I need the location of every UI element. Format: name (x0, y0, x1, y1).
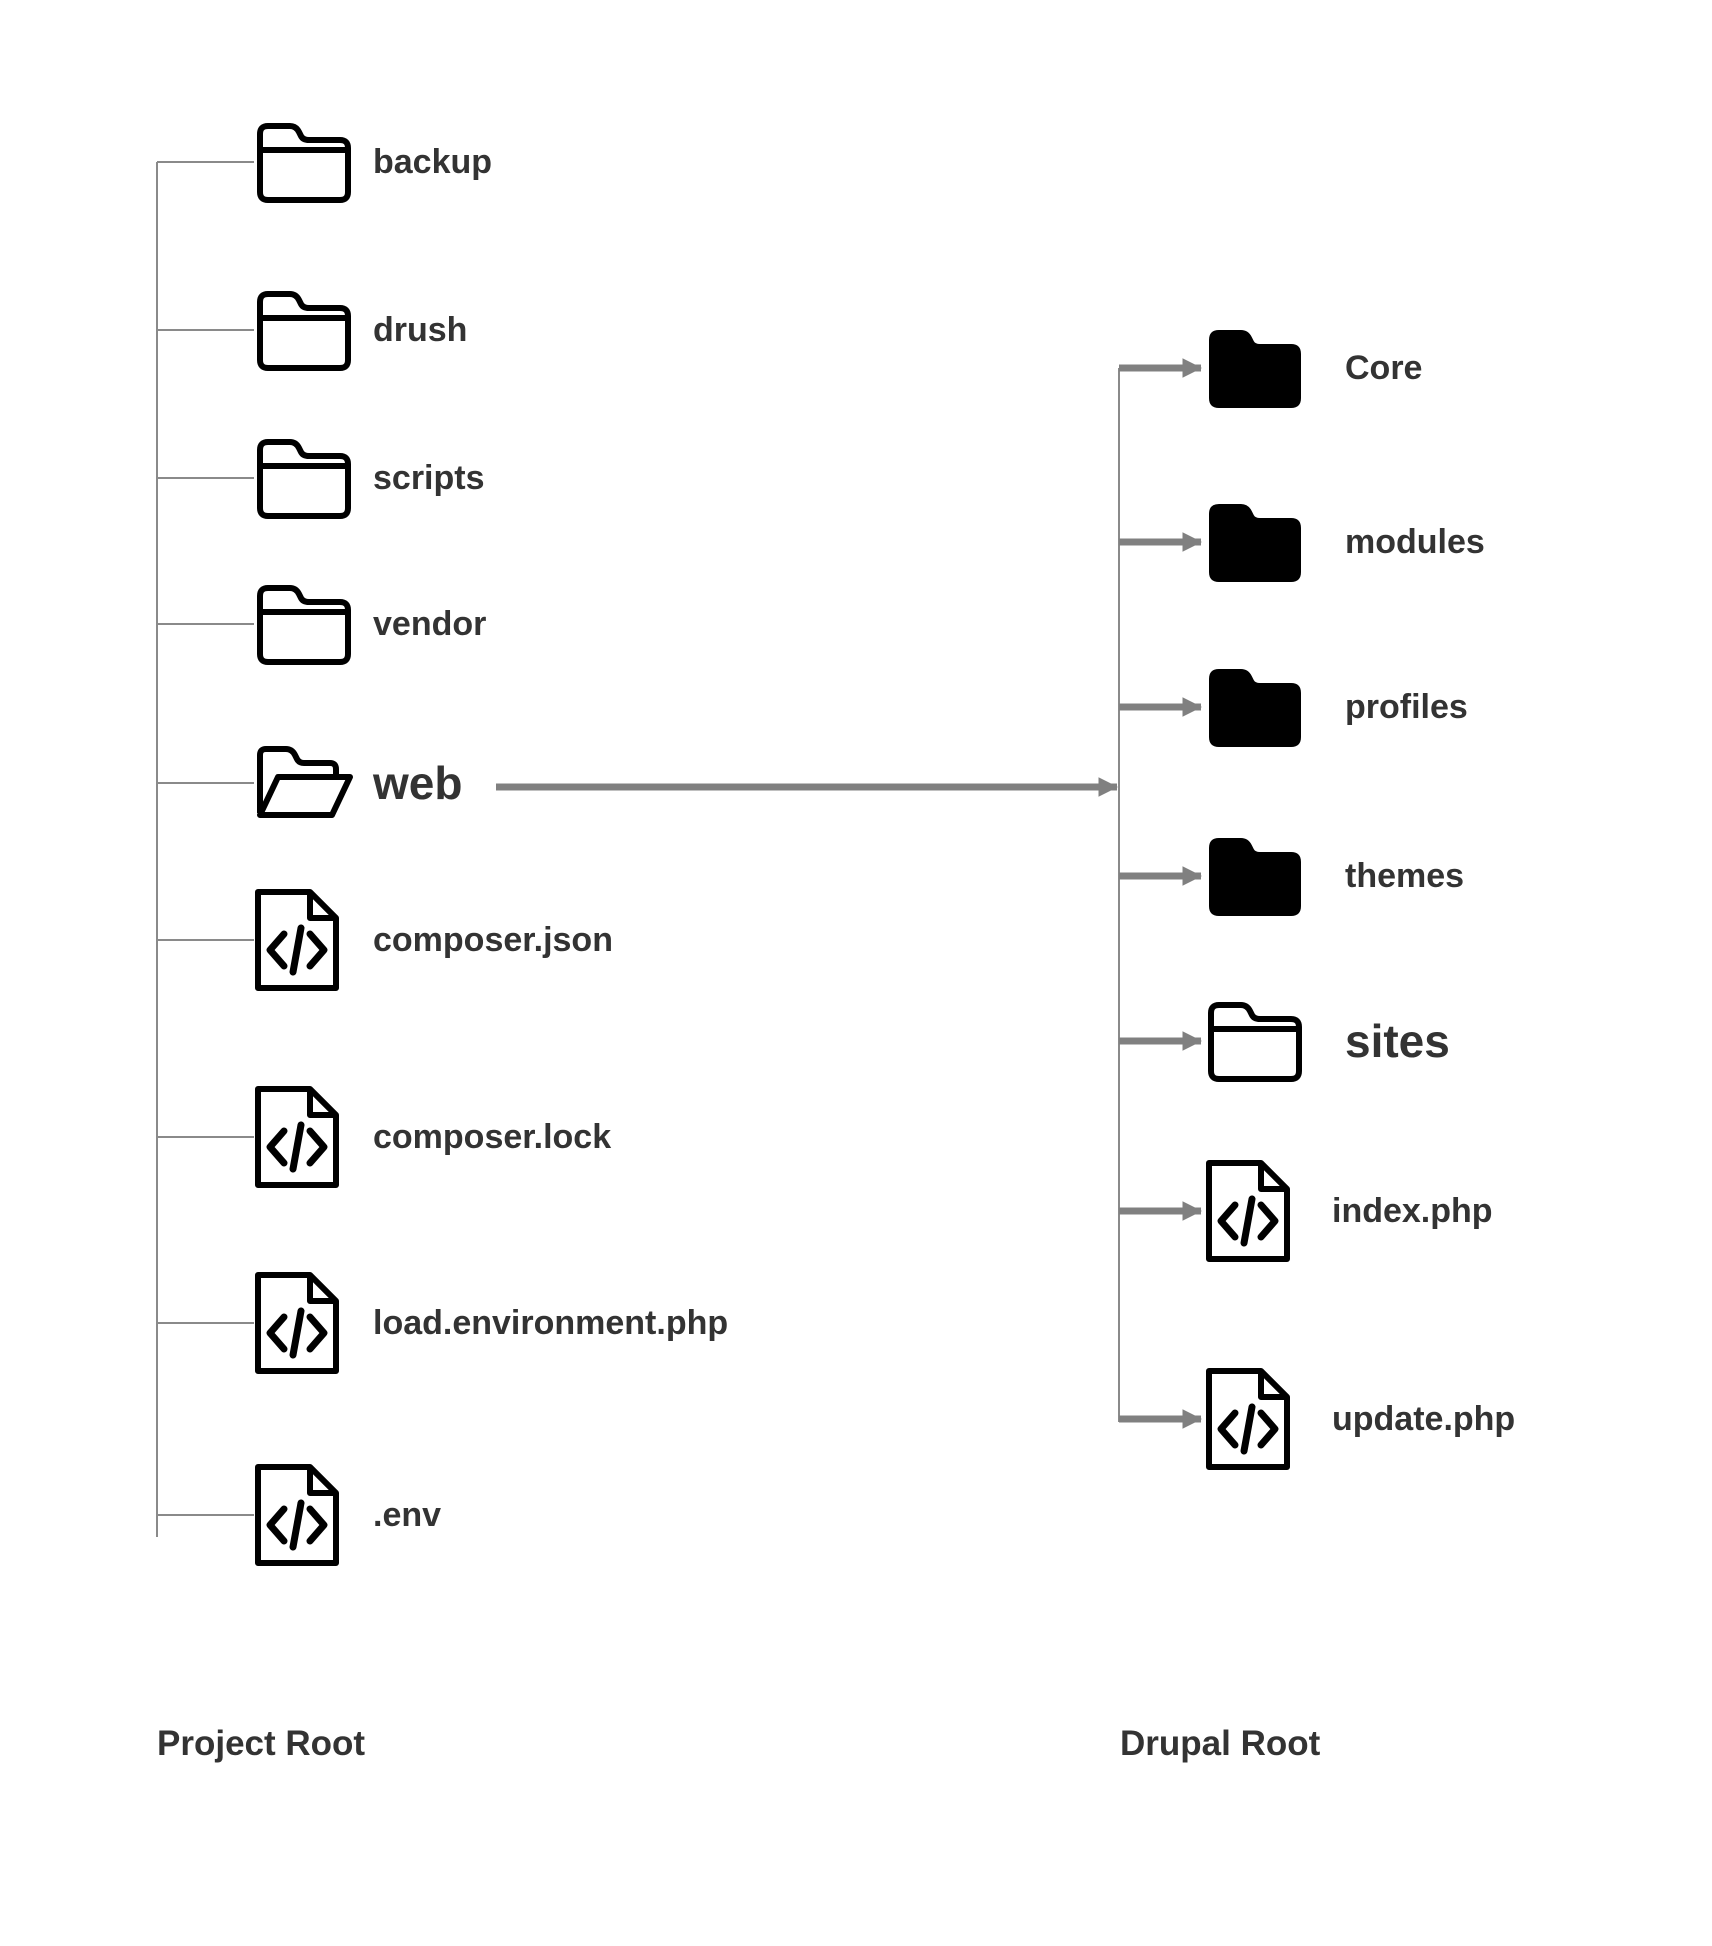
code-file-icon (1203, 1159, 1291, 1263)
tree-item-label: update.php (1332, 1400, 1516, 1438)
drupal-root-title: Drupal Root (1120, 1724, 1321, 1763)
code-file-icon (252, 1085, 340, 1189)
folder-filled-icon (1203, 500, 1303, 584)
folder-outline-icon (252, 288, 352, 372)
folder-outline-icon (1203, 999, 1303, 1083)
tree-item-label: .env (373, 1496, 442, 1534)
folder-filled-icon (1203, 665, 1303, 749)
tree-item-label: Core (1345, 349, 1423, 387)
tree-item-label: sites (1345, 1015, 1450, 1067)
tree-item-label: composer.json (373, 921, 613, 959)
tree-item-label: vendor (373, 605, 487, 643)
folder-outline-icon (252, 436, 352, 520)
tree-item-label: backup (373, 143, 493, 181)
code-file-icon (252, 1463, 340, 1567)
folder-outline-icon (252, 120, 352, 204)
tree-item-label: web (373, 757, 463, 809)
tree-item-label: load.environment.php (373, 1304, 729, 1342)
tree-item-label: themes (1345, 857, 1465, 895)
code-file-icon (1203, 1367, 1291, 1471)
folder-filled-icon (1203, 326, 1303, 410)
tree-item-label: scripts (373, 459, 485, 497)
folder-open-icon (252, 745, 353, 821)
project-root-title: Project Root (157, 1724, 366, 1763)
code-file-icon (252, 1271, 340, 1375)
tree-item-label: composer.lock (373, 1118, 612, 1156)
folder-outline-icon (252, 582, 352, 666)
tree-item-label: profiles (1345, 688, 1468, 726)
tree-item-label: index.php (1332, 1192, 1493, 1230)
tree-item-label: modules (1345, 523, 1485, 561)
folder-filled-icon (1203, 834, 1303, 918)
code-file-icon (252, 888, 340, 992)
tree-item-label: drush (373, 311, 468, 349)
